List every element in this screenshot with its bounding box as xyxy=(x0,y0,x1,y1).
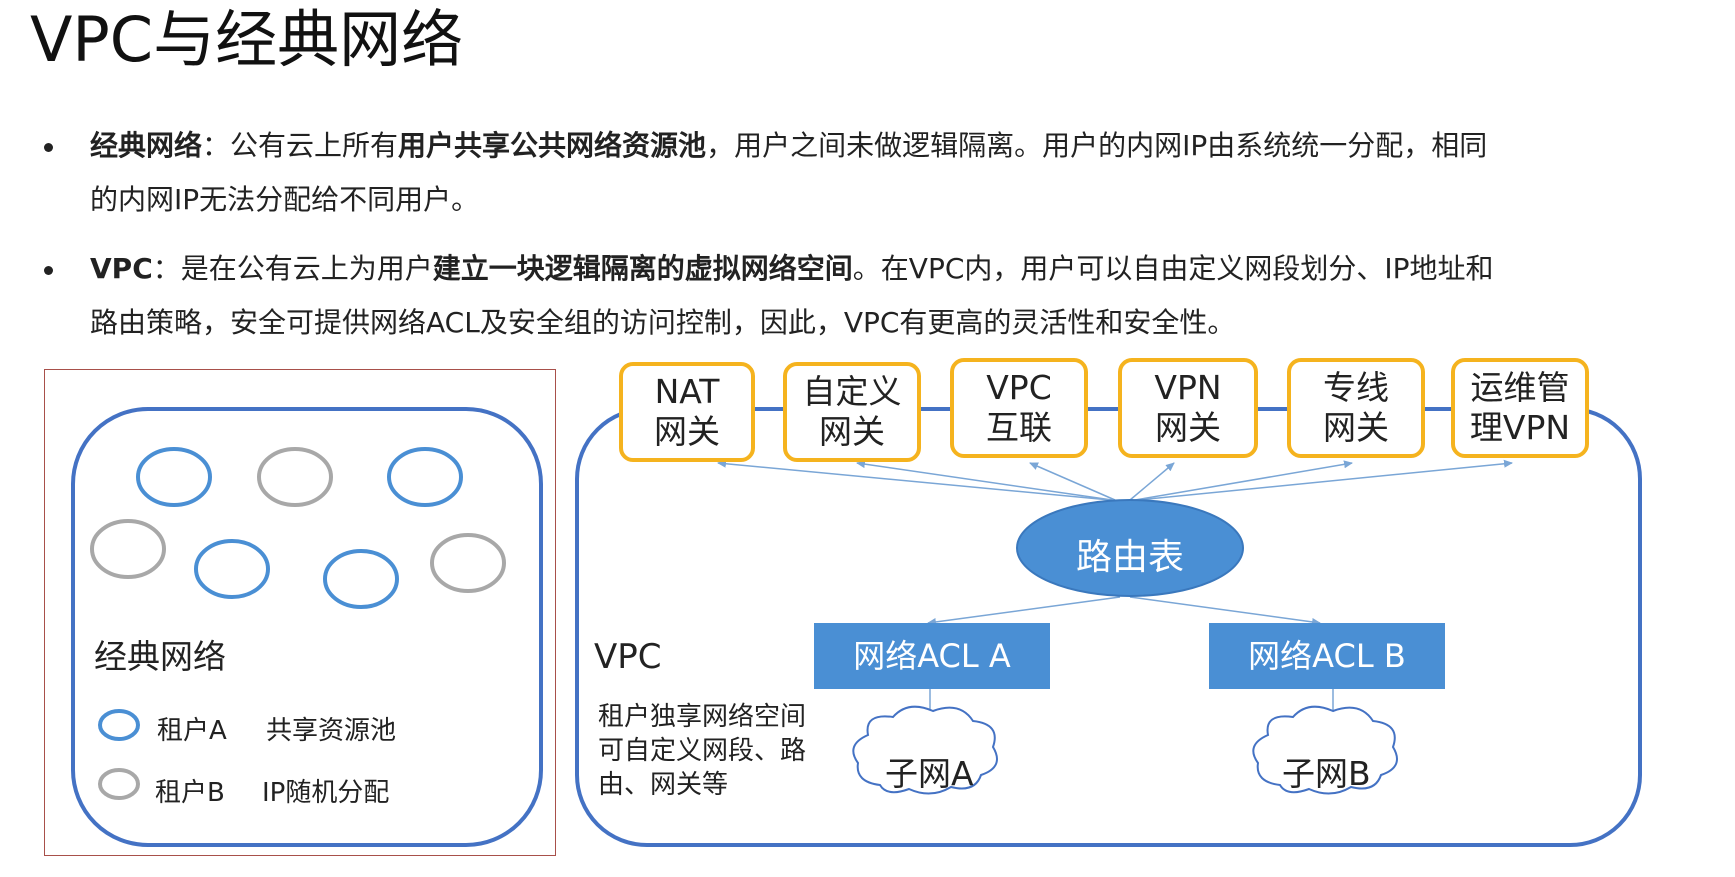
bullet-vpc-sep: ： xyxy=(152,252,181,285)
bullet-classic: 经典网络：公有云上所有用户共享公共网络资源池，用户之间未做逻辑隔离。用户的内网I… xyxy=(90,119,1730,227)
subnet-b-label: 子网B xyxy=(1282,754,1371,793)
bullet-classic-term: 经典网络 xyxy=(90,129,203,162)
service-line2: 网关 xyxy=(654,412,720,451)
legend-tenant-b-icon xyxy=(98,768,140,800)
vpc-box xyxy=(575,407,1642,847)
service-line1: 自定义 xyxy=(802,372,902,411)
arrow-to-ops-vpn xyxy=(1137,459,1513,501)
bullet-vpc-line1: VPC：是在公有云上为用户建立一块逻辑隔离的虚拟网络空间。在VPC内，用户可以自… xyxy=(90,242,1730,296)
arrow-to-nat xyxy=(717,459,1111,501)
tenant-a-circle xyxy=(387,447,463,507)
tenant-circles xyxy=(90,447,506,609)
service-line2: 网关 xyxy=(1323,408,1389,447)
legend-tenant-a-icon xyxy=(98,709,140,741)
subnet-b-cloud xyxy=(1252,705,1398,795)
tenant-b-circle xyxy=(430,533,506,593)
bullet-vpc-text-part: 。在VPC内，用户可以自由定义网段划分、IP地址和 xyxy=(852,252,1494,285)
service-line2: 互联 xyxy=(986,408,1052,447)
vpc-desc-line: 租户独享网络空间 xyxy=(598,702,807,732)
route-table-label: 路由表 xyxy=(1075,537,1184,578)
service-custom-gateway: 自定义网关 xyxy=(783,362,921,462)
legend-tenant-b-label: 租户B xyxy=(155,778,225,808)
arrow-to-direct xyxy=(1134,460,1353,501)
service-line1: 专线 xyxy=(1323,368,1389,407)
bullet-classic-sep: ： xyxy=(202,129,231,162)
service-line1: VPC xyxy=(986,368,1052,407)
acl-b-box: 网络ACL B xyxy=(1209,623,1445,689)
arrow-to-acl-a xyxy=(927,596,1121,626)
classic-pool-box xyxy=(71,407,543,847)
tenant-a-circle xyxy=(194,539,270,599)
tenant-a-circle xyxy=(323,549,399,609)
bullet-classic-line2: 的内网IP无法分配给不同用户。 xyxy=(90,183,480,216)
route-arrows xyxy=(717,459,1513,725)
bullet-classic-text-part: ，用户之间未做逻辑隔离。用户的内网IP由系统统一分配，相同 xyxy=(706,129,1488,162)
bullet-vpc-emphasis: 建立一块逻辑隔离的虚拟网络空间 xyxy=(432,252,853,285)
classic-network-label: 经典网络 xyxy=(94,637,226,676)
arrow-to-acl-b xyxy=(1129,596,1321,626)
bullet-dot xyxy=(44,143,53,152)
bullet-dot xyxy=(44,266,53,275)
service-direct-connect: 专线网关 xyxy=(1287,358,1425,458)
service-line1: VPN xyxy=(1154,368,1222,407)
service-line2: 网关 xyxy=(1155,408,1221,447)
legend-tenant-b-desc: IP随机分配 xyxy=(262,778,390,808)
bullet-classic-text: 公有云上所有用户共享公共网络资源池，用户之间未做逻辑隔离。用户的内网IP由系统统… xyxy=(230,129,1487,162)
route-table-node xyxy=(1016,499,1244,597)
subnet-a-label: 子网A xyxy=(885,754,974,793)
legend-tenant-a-desc: 共享资源池 xyxy=(266,716,397,746)
arrow-to-custom xyxy=(856,460,1113,501)
arrow-to-vpn xyxy=(1129,462,1175,501)
bullet-classic-line1: 经典网络：公有云上所有用户共享公共网络资源池，用户之间未做逻辑隔离。用户的内网I… xyxy=(90,119,1730,173)
service-ops-vpn: 运维管理VPN xyxy=(1451,358,1589,458)
bullet-vpc-text-part: 是在公有云上为用户 xyxy=(180,252,433,285)
tenant-b-circle xyxy=(90,519,166,579)
classic-network-panel xyxy=(44,369,556,856)
bullet-vpc: VPC：是在公有云上为用户建立一块逻辑隔离的虚拟网络空间。在VPC内，用户可以自… xyxy=(90,242,1730,350)
acl-a-box: 网络ACL A xyxy=(814,623,1050,689)
tenant-a-circle xyxy=(136,447,212,507)
bullet-vpc-term: VPC xyxy=(90,252,153,285)
subnet-a-cloud xyxy=(852,705,998,795)
vpc-label: VPC xyxy=(594,637,662,677)
vpc-desc-line: 可自定义网段、路 xyxy=(598,736,807,766)
service-line2: 理VPN xyxy=(1469,408,1571,447)
service-line2: 网关 xyxy=(819,412,885,451)
legend-tenant-a-label: 租户A xyxy=(157,716,227,746)
vpc-description: 租户独享网络空间 可自定义网段、路 由、网关等 xyxy=(598,700,806,802)
service-line1: NAT xyxy=(654,372,720,411)
vpc-desc-line: 由、网关等 xyxy=(598,770,729,800)
bullet-classic-text-part: 公有云上所有 xyxy=(230,129,399,162)
page-title: VPC与经典网络 xyxy=(30,3,464,76)
bullet-vpc-line2: 路由策略，安全可提供网络ACL及安全组的访问控制，因此，VPC有更高的灵活性和安… xyxy=(90,306,1236,339)
bullet-classic-emphasis: 用户共享公共网络资源池 xyxy=(398,129,707,162)
arrow-to-vpc-peering xyxy=(1029,462,1116,501)
tenant-b-circle xyxy=(257,447,333,507)
service-line1: 运维管 xyxy=(1470,368,1570,407)
